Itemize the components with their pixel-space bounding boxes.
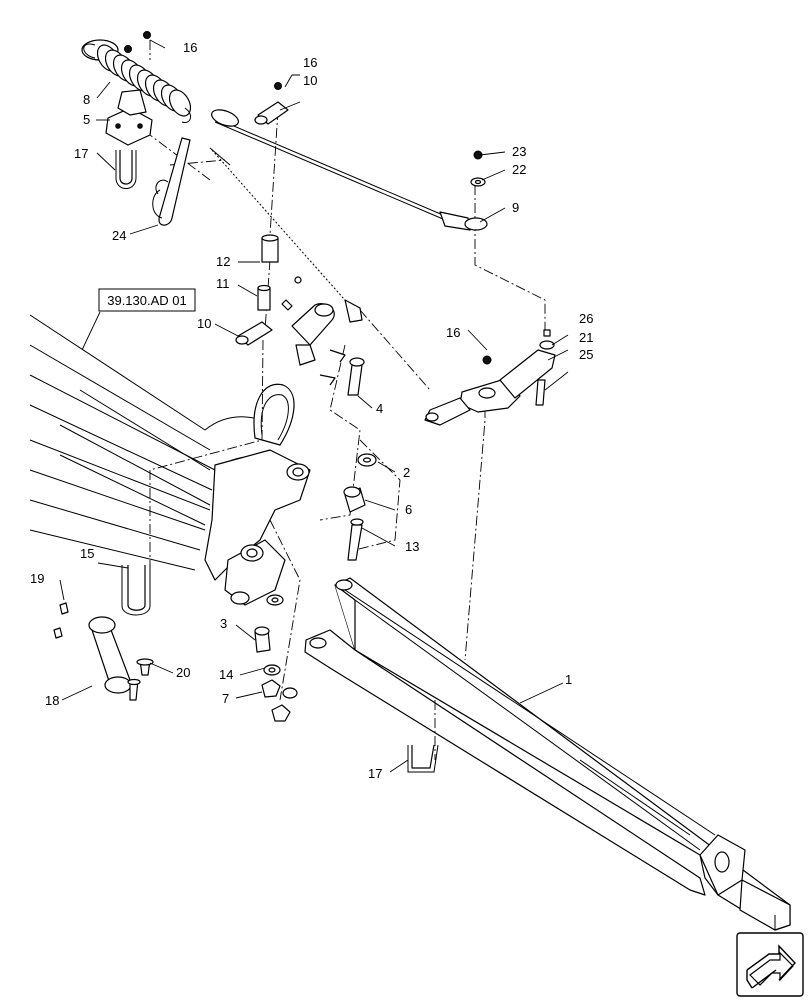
spring-bracket	[105, 31, 153, 146]
bolt	[347, 357, 365, 396]
callout-16: 16	[303, 55, 317, 70]
callout-1: 1	[565, 672, 572, 687]
small-hardware-left	[53, 602, 154, 701]
cable-assembly	[209, 109, 488, 323]
washer-bushing-pin-set	[343, 453, 377, 561]
callout-11: 11	[216, 276, 230, 291]
leader-lines	[59, 39, 569, 773]
lower-hardware-set	[254, 594, 298, 722]
callout-23: 23	[512, 144, 526, 159]
callout-8: 8	[83, 92, 90, 107]
bushing	[261, 234, 279, 263]
callout-16: 16	[446, 325, 460, 340]
callout-25: 25	[579, 347, 593, 362]
pin	[257, 284, 271, 311]
callout-13: 13	[405, 539, 419, 554]
u-bolt-upper	[115, 150, 137, 189]
nut-washer-right	[470, 150, 486, 187]
callout-21: 21	[579, 330, 593, 345]
callout-15: 15	[80, 546, 94, 561]
spring	[81, 39, 192, 124]
callout-10: 10	[197, 316, 211, 331]
link-plate-upper	[254, 82, 289, 125]
callout-22: 22	[512, 162, 526, 177]
hitch-bracket	[204, 383, 311, 606]
link-plate-lower	[235, 321, 273, 346]
callout-18: 18	[45, 693, 59, 708]
callout-6: 6	[405, 502, 412, 517]
alignment-centerlines	[129, 40, 546, 760]
callout-3: 3	[220, 616, 227, 631]
callout-7: 7	[222, 691, 229, 706]
callout-9: 9	[512, 200, 519, 215]
callout-19: 19	[30, 571, 44, 586]
reference-box-label: 39.130.AD 01	[107, 293, 187, 308]
pivot-bracket-right	[424, 329, 556, 426]
callout-2: 2	[403, 465, 410, 480]
callout-17: 17	[74, 146, 88, 161]
jack-tube	[88, 616, 132, 694]
callout-26: 26	[579, 311, 593, 326]
frame-tube	[281, 276, 346, 386]
drawbar-tube	[304, 577, 791, 931]
callout-12: 12	[216, 254, 230, 269]
callout-10: 10	[303, 73, 317, 88]
u-bolt-lower	[121, 565, 151, 616]
u-bolt-small	[407, 744, 439, 773]
callout-20: 20	[176, 665, 190, 680]
callout-24: 24	[112, 228, 126, 243]
callout-16: 16	[183, 40, 197, 55]
callout-labels: 16 16 10 8 5 17 23 22 9 24 12 11 10 26 1…	[30, 40, 593, 781]
callout-5: 5	[83, 112, 90, 127]
reference-box: 39.130.AD 01	[98, 288, 196, 312]
callout-17: 17	[368, 766, 382, 781]
lynch-pin	[152, 137, 191, 226]
callout-14: 14	[219, 667, 233, 682]
next-page-arrow-icon[interactable]	[736, 932, 804, 997]
callout-4: 4	[376, 401, 383, 416]
